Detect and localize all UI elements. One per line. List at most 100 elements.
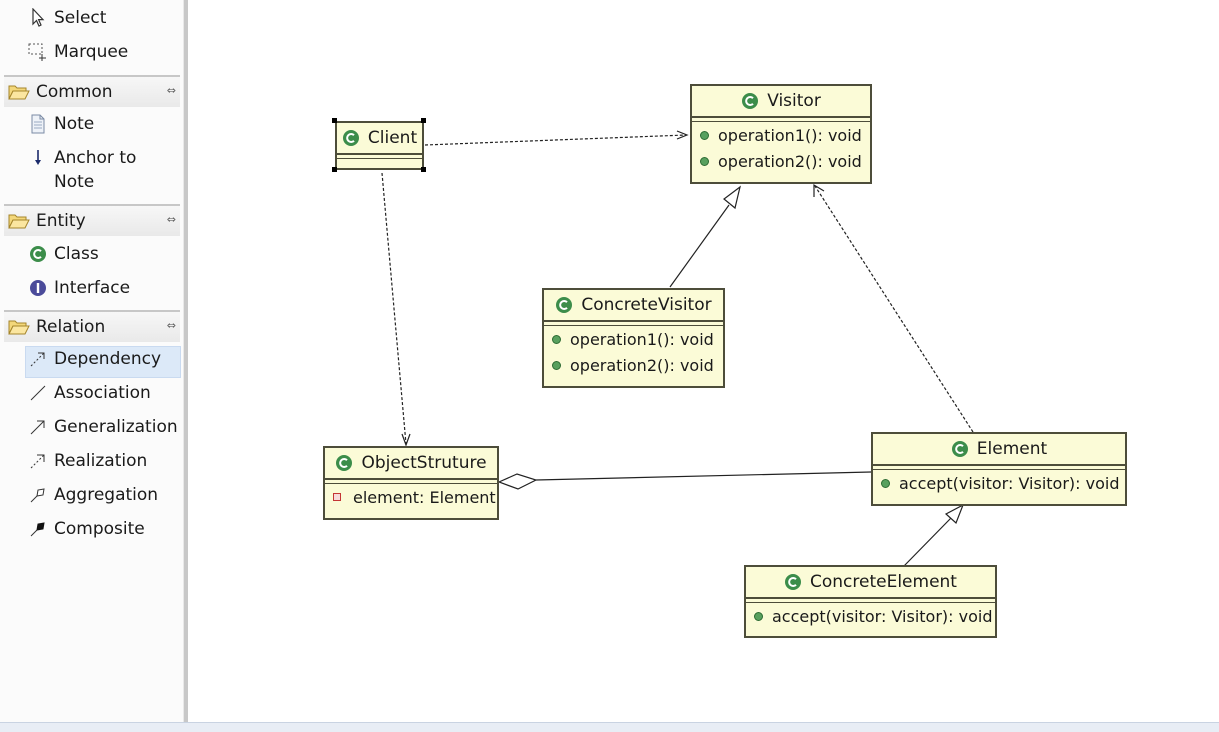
palette-item-class[interactable]: Class	[26, 242, 99, 272]
palette-item-label: Aggregation	[54, 485, 159, 505]
operation-label: operation1(): void	[718, 125, 862, 145]
palette-item-dependency[interactable]: Dependency	[25, 346, 181, 378]
class-element[interactable]: Element accept(visitor: Visitor): void	[871, 432, 1127, 506]
class-compartment-divider	[325, 478, 497, 484]
palette-tool-select[interactable]: Select	[26, 6, 106, 36]
selection-handle[interactable]	[332, 118, 337, 123]
operation-label: operation2(): void	[718, 151, 862, 171]
dependency-icon	[26, 347, 50, 371]
folder-open-icon	[8, 319, 30, 335]
class-name: ConcreteElement	[810, 572, 957, 592]
class-icon	[335, 454, 353, 472]
drawer-entity[interactable]: Entity ⇔	[4, 204, 180, 236]
class-header: Element	[873, 434, 1125, 464]
palette-tool-label: Select	[54, 8, 107, 28]
class-operation[interactable]: accept(visitor: Visitor): void	[873, 470, 1125, 496]
palette: Select Marquee Common ⇔ Note Anchor to N…	[0, 0, 184, 724]
pin-icon[interactable]: ⇔	[166, 84, 176, 97]
public-method-icon	[881, 478, 890, 488]
palette-tool-marquee[interactable]: Marquee	[26, 40, 128, 70]
class-icon	[26, 242, 50, 266]
attribute-label: element: Element	[353, 487, 496, 507]
generalization-icon	[26, 415, 50, 439]
drawer-label: Common	[36, 82, 113, 102]
relationship-layer	[381, 130, 974, 567]
palette-item-generalization[interactable]: Generalization	[26, 415, 178, 445]
drawer-label: Entity	[36, 211, 86, 231]
folder-open-icon	[8, 213, 30, 229]
class-header: ObjectStruture	[325, 448, 497, 478]
generalization-concreteelement-element[interactable]	[903, 503, 965, 567]
marquee-icon	[26, 40, 50, 64]
class-compartment-divider	[337, 153, 422, 159]
palette-item-association[interactable]: Association	[26, 381, 151, 411]
palette-item-label: Note	[54, 114, 95, 134]
palette-item-anchor-to-note[interactable]: Anchor to Note	[26, 146, 166, 198]
dependency-element-visitor[interactable]	[813, 183, 974, 433]
aggregation-objectstructure-element[interactable]	[497, 471, 872, 490]
palette-item-note[interactable]: Note	[26, 112, 94, 142]
class-objectstructure[interactable]: ObjectStruture element: Element	[323, 446, 499, 520]
arrow-cursor-icon	[26, 6, 50, 30]
palette-item-label: Generalization	[54, 417, 178, 437]
anchor-icon	[26, 146, 50, 170]
dependency-client-objectstructure[interactable]	[381, 172, 411, 447]
dependency-client-visitor[interactable]	[424, 130, 689, 146]
realization-icon	[26, 449, 50, 473]
palette-item-interface[interactable]: Interface	[26, 276, 130, 306]
note-icon	[26, 112, 50, 136]
palette-item-label: Association	[54, 383, 151, 403]
class-compartment-divider	[692, 116, 870, 122]
palette-item-label: Realization	[54, 451, 148, 471]
operation-label: accept(visitor: Visitor): void	[772, 606, 993, 626]
class-operation[interactable]: operation2(): void	[692, 148, 870, 174]
pin-icon[interactable]: ⇔	[166, 213, 176, 226]
selection-handle[interactable]	[332, 167, 337, 172]
diagram-canvas[interactable]: Client Visitor operation1(): void operat…	[188, 0, 1219, 722]
palette-item-label: Composite	[54, 519, 145, 539]
drawer-common[interactable]: Common ⇔	[4, 75, 180, 107]
class-operation[interactable]: operation1(): void	[544, 326, 723, 352]
selection-handle[interactable]	[421, 118, 426, 123]
class-icon	[741, 92, 759, 110]
class-client[interactable]: Client	[335, 121, 424, 170]
class-concreteelement[interactable]: ConcreteElement accept(visitor: Visitor)…	[744, 565, 997, 638]
class-header: Client	[337, 123, 422, 153]
private-field-icon	[333, 493, 341, 501]
class-compartment-divider	[873, 464, 1125, 470]
class-attribute[interactable]: element: Element	[325, 484, 497, 510]
palette-item-aggregation[interactable]: Aggregation	[26, 483, 158, 513]
operation-label: accept(visitor: Visitor): void	[899, 473, 1120, 493]
class-operation[interactable]: operation2(): void	[544, 352, 723, 378]
public-method-icon	[552, 334, 561, 344]
pin-icon[interactable]: ⇔	[166, 319, 176, 332]
palette-splitter[interactable]	[183, 0, 188, 724]
class-compartment-divider	[544, 320, 723, 326]
palette-item-label: Anchor to Note	[54, 148, 137, 192]
operation-label: operation1(): void	[570, 329, 714, 349]
class-visitor[interactable]: Visitor operation1(): void operation2():…	[690, 84, 872, 184]
palette-item-label: Class	[54, 244, 99, 264]
class-header: ConcreteVisitor	[544, 290, 723, 320]
public-method-icon	[700, 130, 709, 140]
class-icon	[784, 573, 802, 591]
class-concretevisitor[interactable]: ConcreteVisitor operation1(): void opera…	[542, 288, 725, 388]
drawer-relation[interactable]: Relation ⇔	[4, 310, 180, 342]
selection-handle[interactable]	[421, 167, 426, 172]
interface-icon	[26, 276, 50, 300]
class-icon	[951, 440, 969, 458]
palette-item-composite[interactable]: Composite	[26, 517, 145, 547]
palette-item-realization[interactable]: Realization	[26, 449, 147, 479]
class-operation[interactable]: accept(visitor: Visitor): void	[746, 603, 995, 629]
drawer-label: Relation	[36, 317, 106, 337]
class-header: Visitor	[692, 86, 870, 116]
class-name: Element	[976, 439, 1048, 459]
generalization-concretevisitor-visitor[interactable]	[669, 185, 741, 288]
class-operation[interactable]: operation1(): void	[692, 122, 870, 148]
class-name: Visitor	[767, 91, 821, 111]
class-icon	[555, 296, 573, 314]
class-name: Client	[367, 128, 418, 148]
palette-item-label: Interface	[54, 278, 131, 298]
composite-icon	[26, 517, 50, 541]
public-method-icon	[552, 360, 561, 370]
